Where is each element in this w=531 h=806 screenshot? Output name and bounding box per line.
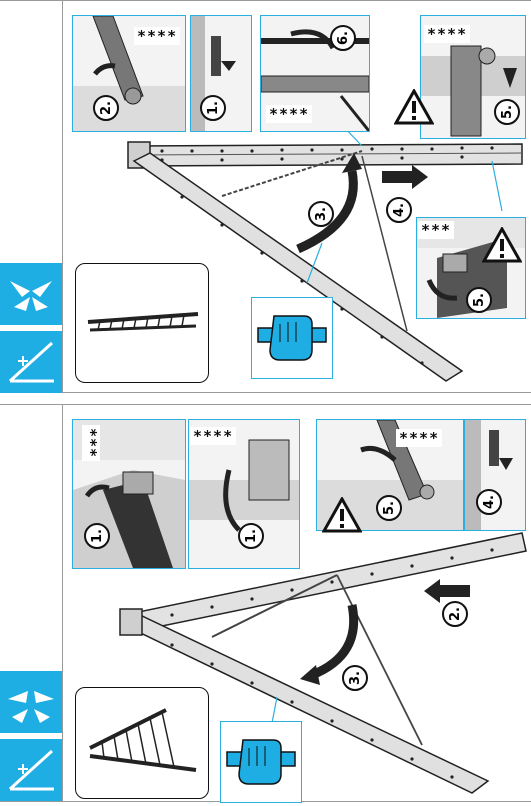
detail-inset-pin	[464, 419, 526, 531]
instruction-panel-unfold: *** 1. **** 1. **** 5. 4. 2. 3.	[0, 404, 531, 803]
step-label: 1.	[238, 523, 264, 549]
warning-icon	[322, 497, 362, 533]
step-label: 5.	[494, 99, 520, 125]
step-label: 5.	[376, 495, 402, 521]
torque-stars: ****	[396, 429, 443, 447]
step-label: 6.	[330, 25, 356, 51]
warning-icon	[482, 227, 522, 263]
torque-stars: ****	[134, 27, 181, 45]
instruction-panel-fold: **** 2. 1. 6. **** **** 5.	[0, 0, 531, 393]
panel-sidebar	[0, 405, 63, 801]
ladder-illustration	[119, 532, 527, 794]
detail-inset-release-lever	[72, 15, 186, 132]
step-label: 3.	[342, 665, 368, 691]
rotate-arrow-icon	[310, 604, 359, 680]
step-label: 1.	[200, 95, 226, 121]
torque-stars: ****	[424, 25, 471, 43]
step-label: 2.	[442, 601, 468, 627]
panel-sidebar	[0, 1, 63, 393]
ladder-angle-icon	[0, 331, 62, 393]
grip-hand-icon	[251, 297, 333, 379]
rotate-arrow-icon	[296, 170, 358, 254]
ladder-thumbnail	[75, 263, 209, 383]
step-label: 2.	[93, 95, 119, 121]
torque-stars: ***	[82, 425, 100, 462]
push-arrow-icon	[412, 165, 428, 189]
ladder-angle-icon	[0, 739, 62, 801]
torque-stars: ***	[418, 221, 455, 239]
step-label: 1.	[84, 523, 110, 549]
step-label: 5.	[466, 287, 492, 313]
unfold-ladder-icon	[0, 671, 62, 733]
ladder-thumbnail	[75, 687, 209, 799]
step-label: 4.	[386, 197, 412, 223]
fold-ladder-icon	[0, 263, 62, 325]
step-label: 4.	[476, 489, 502, 515]
step-label: 3.	[308, 201, 334, 227]
warning-icon	[394, 89, 434, 125]
torque-stars: ****	[190, 427, 237, 445]
grip-hand-icon	[220, 721, 302, 803]
torque-stars: ****	[266, 105, 313, 123]
ladder-illustration	[127, 125, 523, 382]
push-arrow-icon	[424, 579, 440, 603]
